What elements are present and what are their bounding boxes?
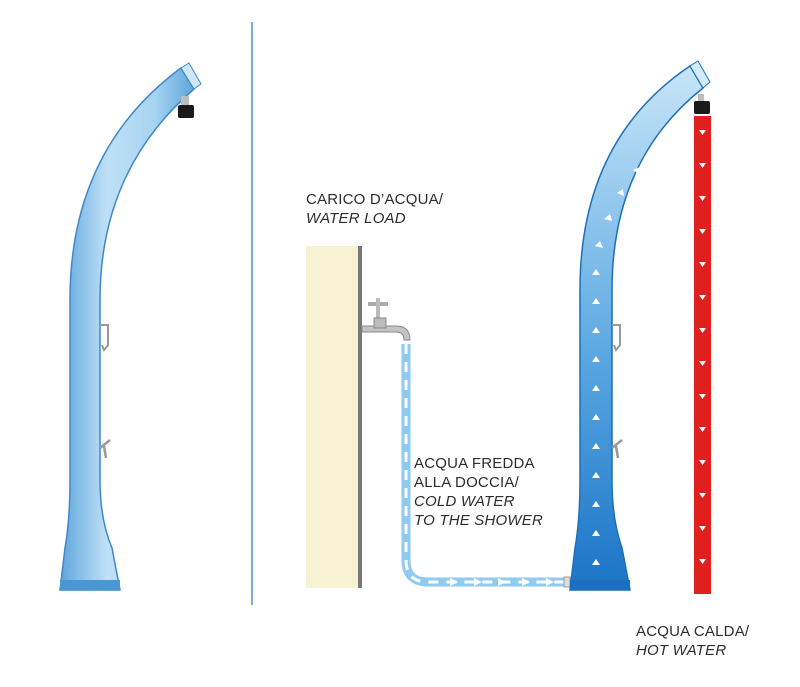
hot-water-label-en: HOT WATER [636, 642, 727, 659]
cold-water-label-it-1: ACQUA FREDDA [414, 455, 535, 472]
hot-water-stream [694, 116, 711, 594]
water-load-label: CARICO D’ACQUA/ WATER LOAD [306, 190, 443, 228]
cold-water-pipe [401, 344, 571, 588]
wall [306, 246, 362, 588]
cold-water-label-en-1: COLD WATER [414, 493, 515, 510]
hot-water-label: ACQUA CALDA/ HOT WATER [636, 622, 749, 660]
water-load-label-it: CARICO D’ACQUA/ [306, 191, 444, 208]
faucet-icon [361, 298, 411, 341]
cold-water-label-en-2: TO THE SHOWER [414, 512, 543, 529]
hot-water-label-it: ACQUA CALDA/ [636, 623, 750, 640]
water-load-label-en: WATER LOAD [306, 210, 406, 227]
cold-water-label-it-2: ALLA DOCCIA/ [414, 474, 519, 491]
solar-shower [569, 60, 711, 591]
cold-water-label: ACQUA FREDDA ALLA DOCCIA/ COLD WATER TO … [414, 454, 543, 530]
plain-shower [59, 62, 202, 591]
